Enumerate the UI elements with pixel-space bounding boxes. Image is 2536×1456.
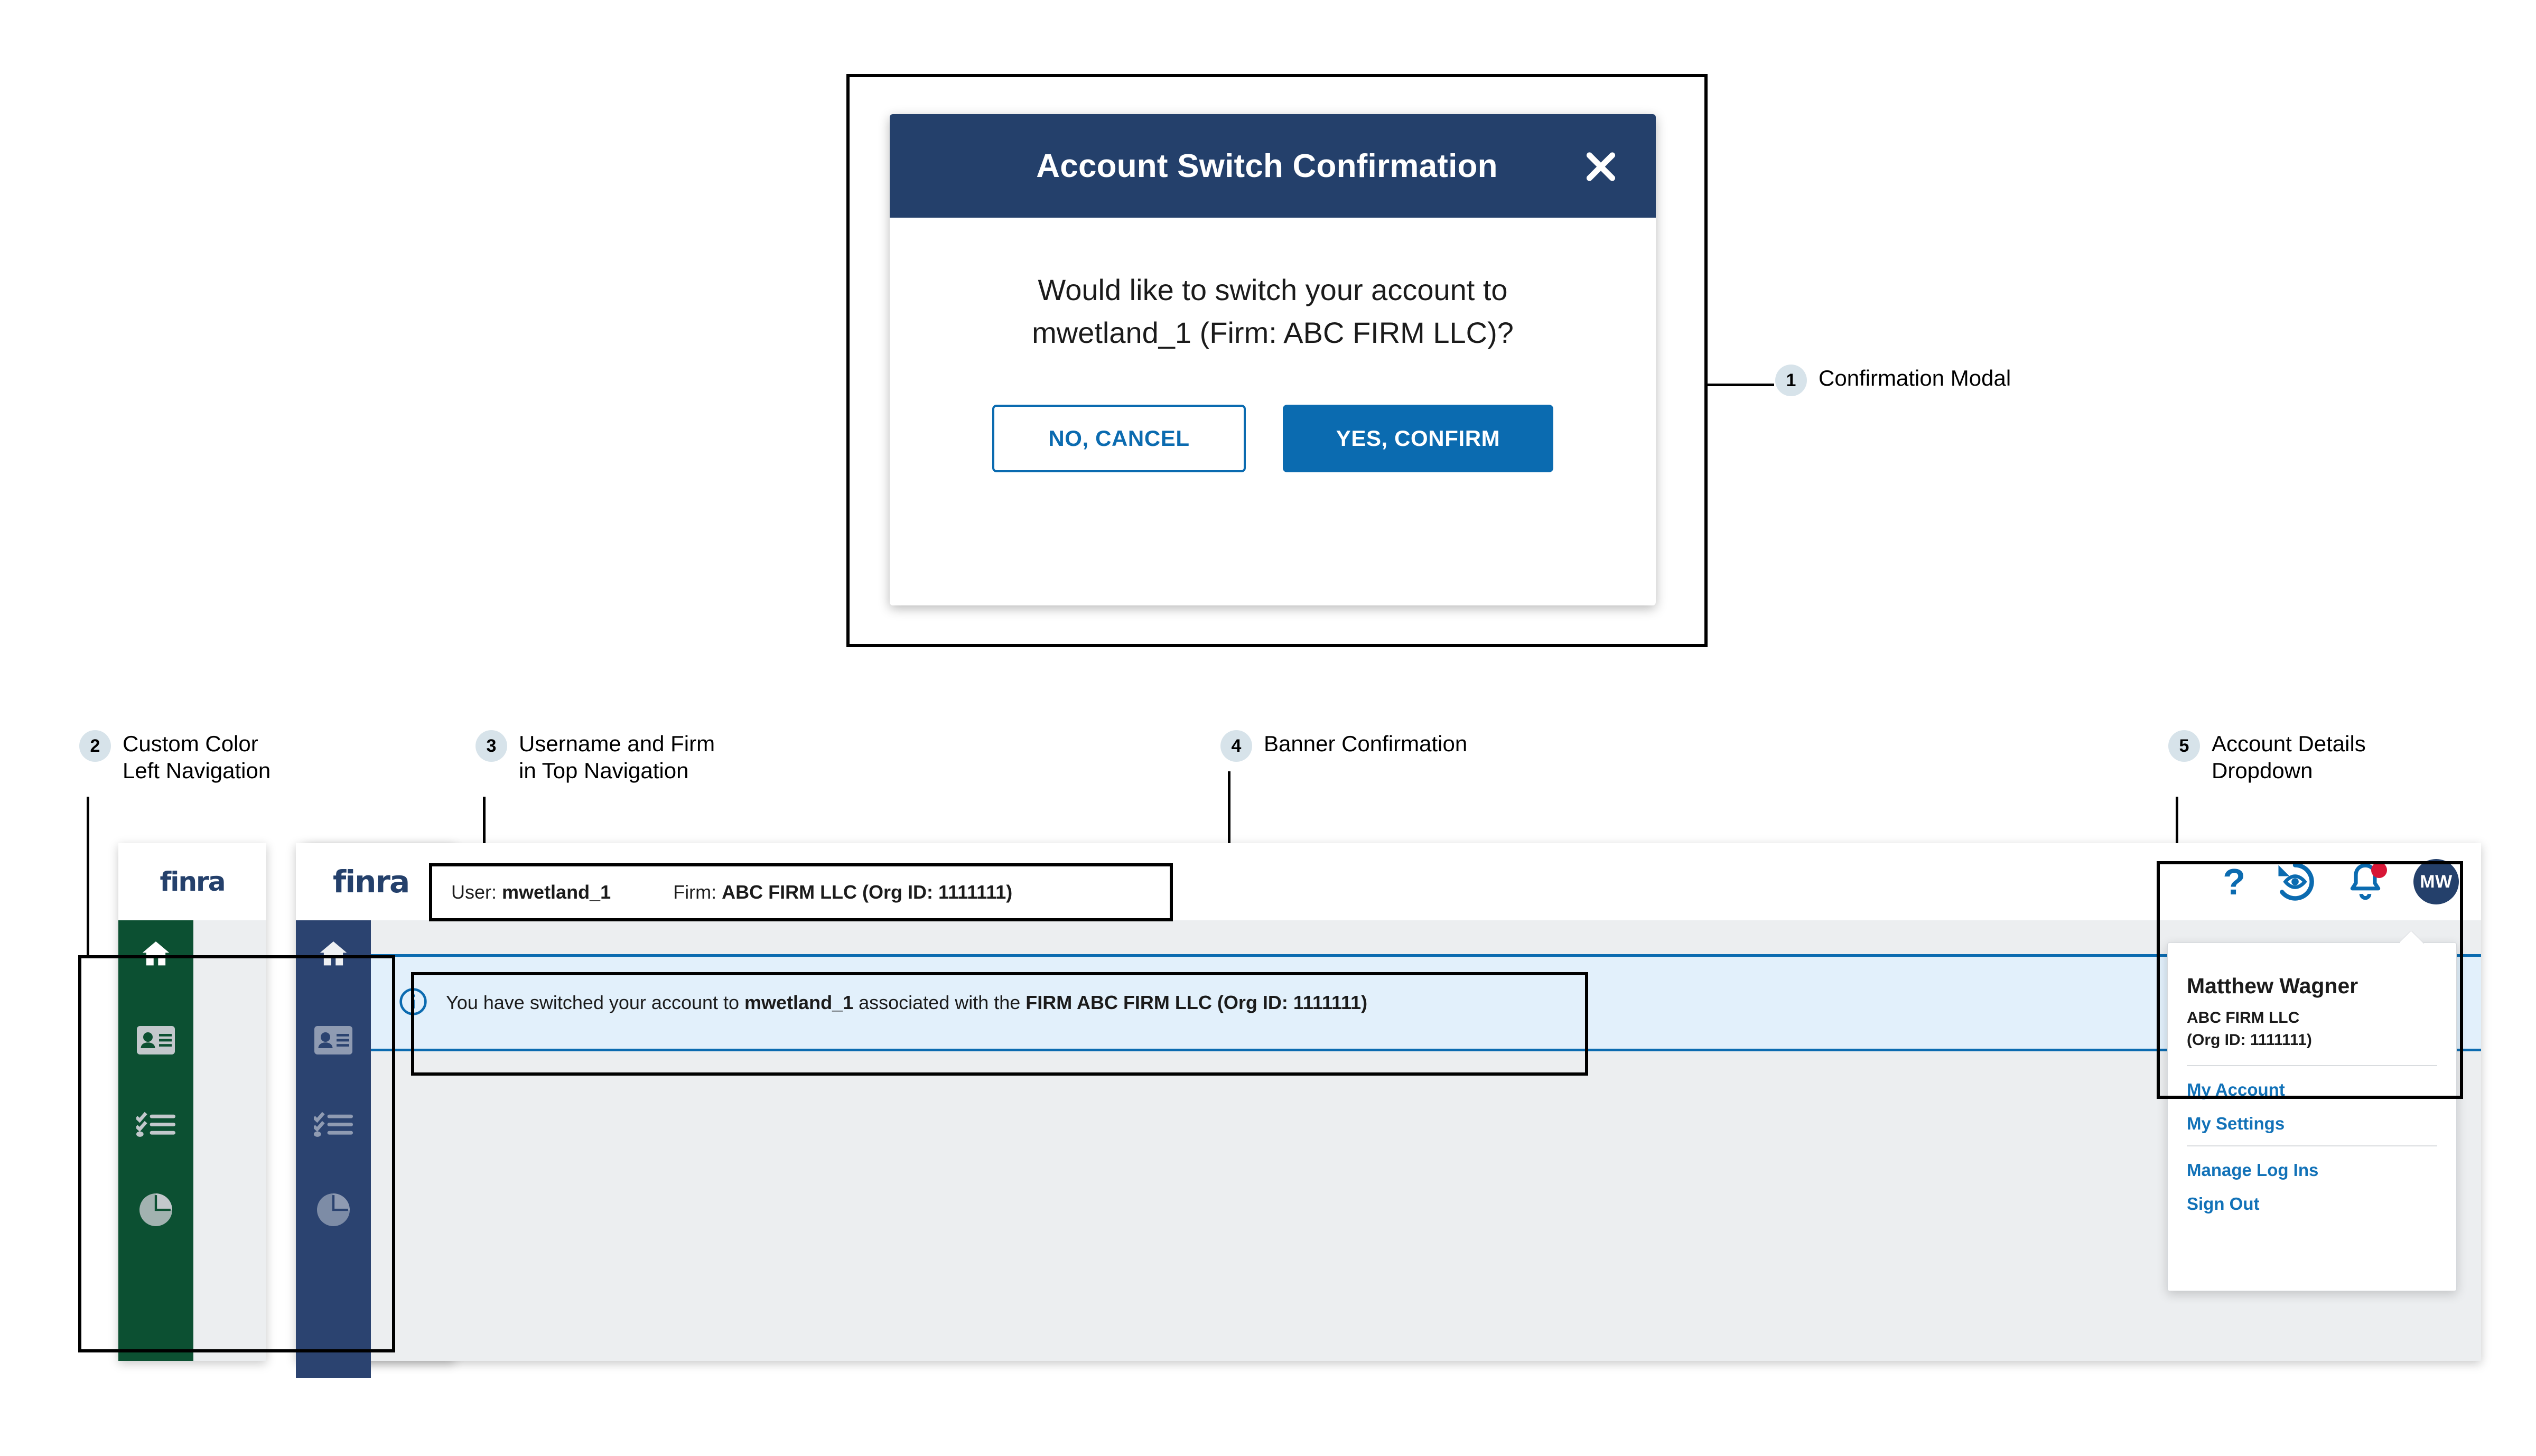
account-firm: ABC FIRM LLC [2187, 1009, 2300, 1026]
callout-4: 4 Banner Confirmation [1220, 730, 1467, 762]
modal-actions: NO, CANCEL YES, CONFIRM [927, 405, 1619, 473]
banner-message: You have switched your account to mwetla… [446, 992, 1367, 1014]
sidebar-item-tasks[interactable] [312, 1109, 353, 1142]
modal-message-line2: mwetland_1 (Firm: ABC FIRM LLC)? [1032, 316, 1514, 350]
account-org-id: (Org ID: 1111111) [2187, 1031, 2312, 1049]
help-icon[interactable]: ? [2223, 861, 2245, 902]
mini-window-custom-color: finra [118, 843, 266, 1361]
user-firm-highlight-box: User: mwetland_1 Firm: ABC FIRM LLC (Org… [429, 863, 1173, 921]
sidebar-item-reports[interactable] [315, 1193, 352, 1229]
account-name: Matthew Wagner [2187, 974, 2358, 998]
callout-number: 5 [2168, 730, 2200, 762]
callout-5: 5 Account Details Dropdown [2168, 730, 2366, 784]
confirm-button[interactable]: YES, CONFIRM [1283, 405, 1553, 473]
dropdown-caret [2400, 931, 2425, 944]
sidebar-item-home[interactable] [314, 937, 352, 974]
banner-firm: FIRM ABC FIRM LLC (Org ID: 1111111) [1025, 992, 1368, 1013]
checklist-icon[interactable] [135, 1109, 175, 1142]
mini-body [118, 920, 266, 1361]
bell-icon[interactable] [2345, 860, 2387, 903]
callout-number: 2 [79, 730, 111, 762]
modal-body: Would like to switch your account to mwe… [890, 218, 1656, 473]
top-nav-actions: ? M [2223, 843, 2459, 920]
user-label: User: [451, 881, 497, 903]
cancel-button[interactable]: NO, CANCEL [992, 405, 1246, 473]
notification-badge [2371, 862, 2387, 878]
leader-line-1 [1708, 384, 1774, 386]
left-nav-custom-color [118, 920, 193, 1361]
banner-user: mwetland_1 [744, 992, 854, 1013]
menu-item-my-settings[interactable]: My Settings [2187, 1114, 2285, 1133]
callout-label: Confirmation Modal [1819, 366, 2011, 390]
sidebar-item-profile[interactable] [314, 1025, 352, 1058]
divider [2187, 1065, 2437, 1066]
modal-header: Account Switch Confirmation [890, 114, 1656, 218]
user-display: User: mwetland_1 [451, 881, 611, 903]
account-switch-modal: Account Switch Confirmation Would like t… [890, 114, 1656, 605]
banner-text-2: associated with the [853, 992, 1026, 1013]
menu-item-manage-log-ins[interactable]: Manage Log Ins [2187, 1160, 2319, 1180]
info-circle-icon [398, 987, 428, 1019]
avatar[interactable]: MW [2413, 859, 2459, 904]
pie-chart-icon[interactable] [137, 1193, 174, 1229]
left-navigation [296, 920, 371, 1378]
menu-item-sign-out[interactable]: Sign Out [2187, 1194, 2260, 1214]
banner-text-1: You have switched your account to [446, 992, 745, 1013]
callout-label: Username and Firm in Top Navigation [519, 731, 715, 783]
callout-label: Account Details Dropdown [2212, 731, 2366, 783]
callout-label: Custom Color Left Navigation [123, 731, 271, 783]
callout-label: Banner Confirmation [1264, 731, 1468, 756]
id-card-icon[interactable] [137, 1025, 175, 1058]
callout-2: 2 Custom Color Left Navigation [79, 730, 271, 784]
close-icon[interactable] [1575, 141, 1626, 191]
mini-topbar: finra [118, 843, 266, 920]
avatar-initials: MW [2420, 871, 2453, 892]
firm-display: Firm: ABC FIRM LLC (Org ID: 1111111) [673, 881, 1012, 903]
finra-logo-main[interactable]: finra [333, 864, 410, 900]
history-eye-icon[interactable] [2273, 860, 2317, 904]
callout-1: 1 Confirmation Modal [1775, 365, 2011, 396]
callout-number: 4 [1220, 730, 1252, 762]
divider [2187, 1145, 2437, 1146]
account-switch-banner: You have switched your account to mwetla… [371, 954, 2481, 1051]
user-value: mwetland_1 [502, 881, 611, 903]
callout-number: 3 [476, 730, 507, 762]
menu-item-my-account[interactable]: My Account [2187, 1080, 2285, 1099]
app-content: You have switched your account to mwetla… [296, 920, 2481, 1378]
leader-line-2 [87, 797, 89, 955]
firm-label: Firm: [673, 881, 717, 903]
finra-logo: finra [160, 866, 226, 897]
finra-logo-text: finra [333, 864, 410, 900]
leader-line-3 [483, 797, 486, 864]
leader-line-5 [2176, 797, 2178, 863]
account-details-dropdown: Matthew Wagner ABC FIRM LLC (Org ID: 111… [2167, 942, 2457, 1291]
modal-message-line1: Would like to switch your account to [1038, 273, 1508, 306]
home-icon[interactable] [137, 937, 175, 974]
callout-3: 3 Username and Firm in Top Navigation [476, 730, 715, 784]
firm-value: ABC FIRM LLC (Org ID: 1111111) [722, 881, 1013, 903]
callout-number: 1 [1775, 365, 1807, 396]
modal-title: Account Switch Confirmation [1036, 147, 1498, 184]
